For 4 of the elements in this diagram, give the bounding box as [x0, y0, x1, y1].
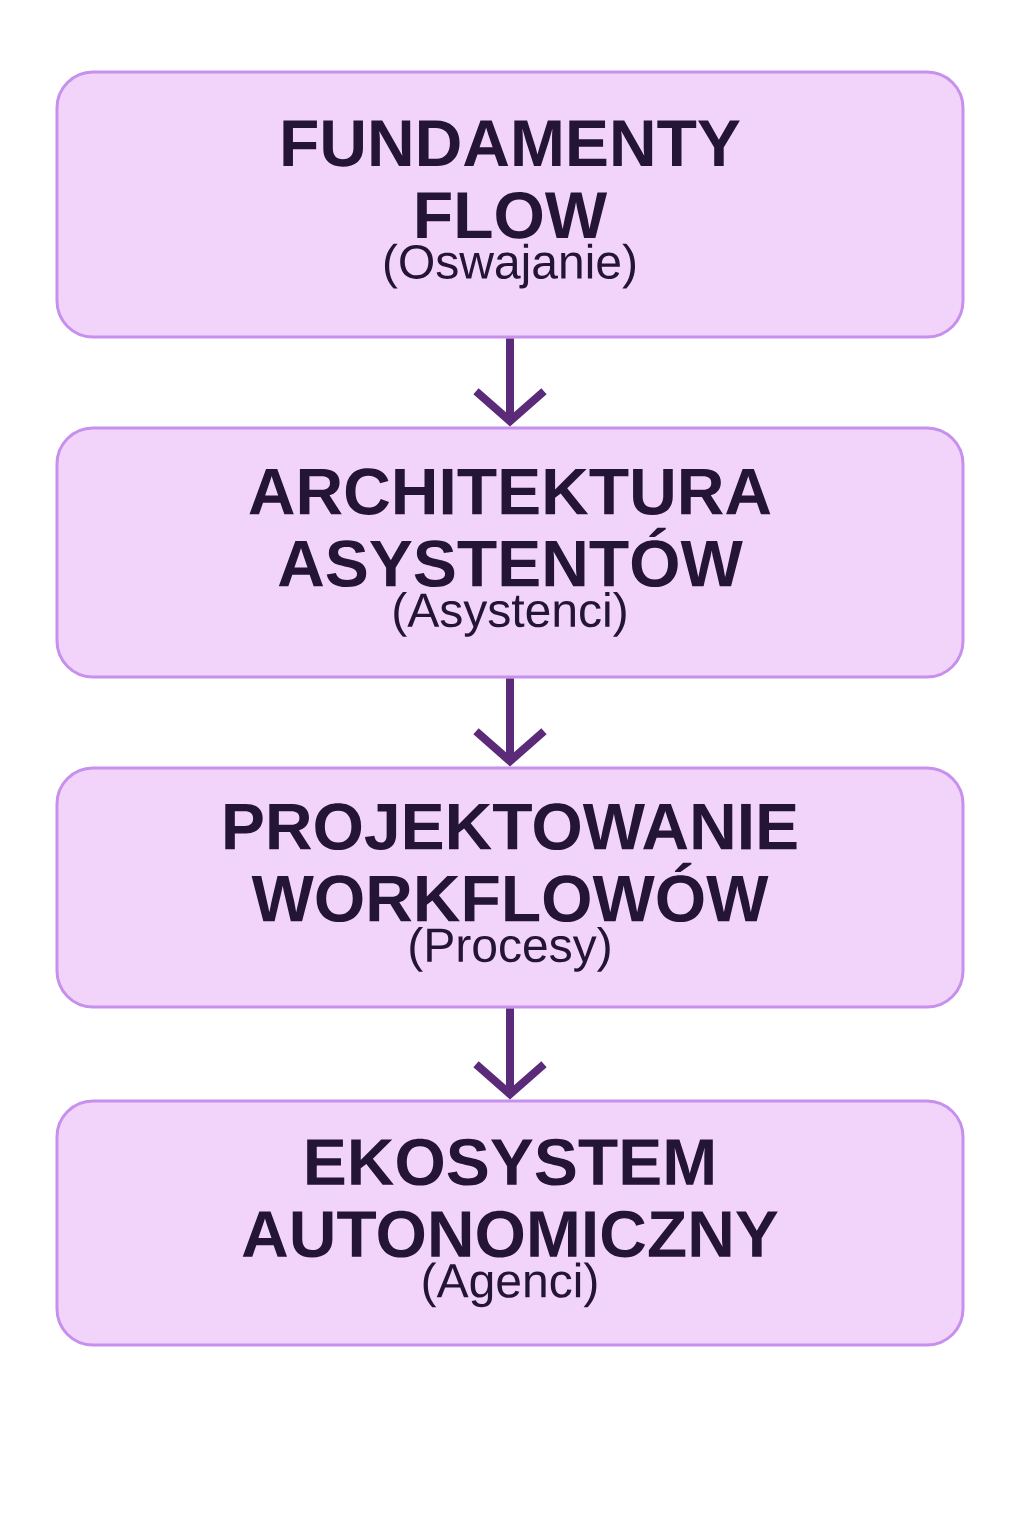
- process-box: ARCHITEKTURA ASYSTENTÓW (Asystenci): [55, 426, 965, 679]
- process-box: PROJEKTOWANIE WORKFLOWÓW (Procesy): [55, 766, 965, 1009]
- process-box: FUNDAMENTY FLOW (Oswajanie): [55, 70, 965, 339]
- process-box: EKOSYSTEM AUTONOMICZNY (Agenci): [55, 1099, 965, 1347]
